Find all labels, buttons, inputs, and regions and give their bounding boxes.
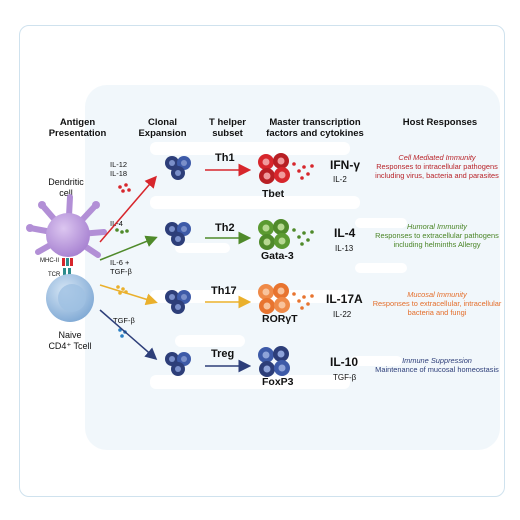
effector-cluster-th2 xyxy=(258,219,314,250)
cytokine-il17a: IL-17A xyxy=(326,292,363,306)
subset-th1: Th1 xyxy=(215,152,235,164)
cytokine-ifng: IFN-γ xyxy=(330,158,360,172)
host-desc: Maintenance of mucosal homeostasis xyxy=(375,365,499,374)
effector-cluster-th1 xyxy=(258,153,314,184)
arrow-to-th1 xyxy=(99,175,157,243)
arrow-to-th17 xyxy=(99,284,158,306)
cytokine-il13: IL-13 xyxy=(335,244,354,253)
host-response-th17: Mucosal Immunity Responses to extracellu… xyxy=(372,290,502,317)
host-title: Immune Suppression xyxy=(402,356,472,365)
dendritic-cell-label: Dendritic cell xyxy=(48,177,84,198)
tf-foxp3: FoxP3 xyxy=(262,376,294,388)
polarizing-th17: IL-6 + TGF-β xyxy=(110,258,132,276)
clonal-cluster-th1 xyxy=(165,156,191,180)
dendritic-cell xyxy=(26,194,107,258)
host-response-treg: Immune Suppression Maintenance of mucosa… xyxy=(372,356,502,374)
cytokine-il22: IL-22 xyxy=(333,310,352,319)
cytokine-il10: IL-10 xyxy=(330,355,359,369)
arrow-to-th2 xyxy=(99,235,158,261)
header-t-helper-subset: T helper subset xyxy=(209,117,246,139)
clonal-cluster-th17 xyxy=(165,290,191,314)
naive-t-cell xyxy=(46,274,94,322)
header-antigen-presentation: Antigen Presentation xyxy=(48,117,107,139)
polarizing-th1: IL-12 IL-18 xyxy=(110,160,128,178)
host-title: Mucosal Immunity xyxy=(407,290,467,299)
row-highlight xyxy=(355,263,407,273)
naive-cd4-label: Naive CD4⁺ Tcell xyxy=(48,330,92,351)
subset-treg: Treg xyxy=(211,348,235,360)
tf-rorgt: RORγT xyxy=(262,313,298,325)
clonal-cluster-treg xyxy=(165,352,191,376)
host-response-th1: Cell Mediated Immunity Responses to intr… xyxy=(372,153,502,180)
cytokine-il2: IL-2 xyxy=(333,175,347,184)
host-desc: Responses to intracellular pathogens inc… xyxy=(375,162,499,180)
host-response-th2: Humoral Immunity Responses to extracellu… xyxy=(372,222,502,249)
host-title: Cell Mediated Immunity xyxy=(398,153,476,162)
host-desc: Responses to extracellular, intracellula… xyxy=(372,299,502,317)
tf-tbet: Tbet xyxy=(262,188,285,200)
row-highlight xyxy=(150,142,350,155)
row-highlight xyxy=(150,196,360,209)
host-desc: Responses to extracellular pathogens inc… xyxy=(375,231,499,249)
arrow-to-treg xyxy=(99,309,158,360)
tf-gata3: Gata-3 xyxy=(261,250,294,262)
cytokine-il4: IL-4 xyxy=(334,226,356,240)
row-highlight xyxy=(150,375,350,389)
row-highlight xyxy=(175,335,245,347)
tcr-label: TCR xyxy=(48,272,61,278)
row-highlight xyxy=(175,243,230,253)
subset-th17: Th17 xyxy=(211,285,237,297)
header-host-responses: Host Responses xyxy=(402,117,478,128)
row-highlight xyxy=(350,356,402,366)
effector-cluster-th17 xyxy=(258,283,314,314)
subset-th2: Th2 xyxy=(215,222,235,234)
polarizing-treg: TGF-β xyxy=(113,316,135,325)
header-clonal-expansion: Clonal Expansion xyxy=(138,117,187,139)
clonal-cluster-th2 xyxy=(165,222,191,246)
effector-cluster-treg xyxy=(258,346,290,377)
cytokine-dots xyxy=(115,183,131,338)
mhc-tcr-complex xyxy=(62,258,73,278)
cytokine-tgfb: TGF-β xyxy=(333,373,357,382)
row-highlight xyxy=(355,218,407,228)
mhc-label: MHC-II xyxy=(40,258,59,264)
host-title: Humoral Immunity xyxy=(407,222,467,231)
header-master-transcription: Master transcription factors and cytokin… xyxy=(266,117,364,139)
